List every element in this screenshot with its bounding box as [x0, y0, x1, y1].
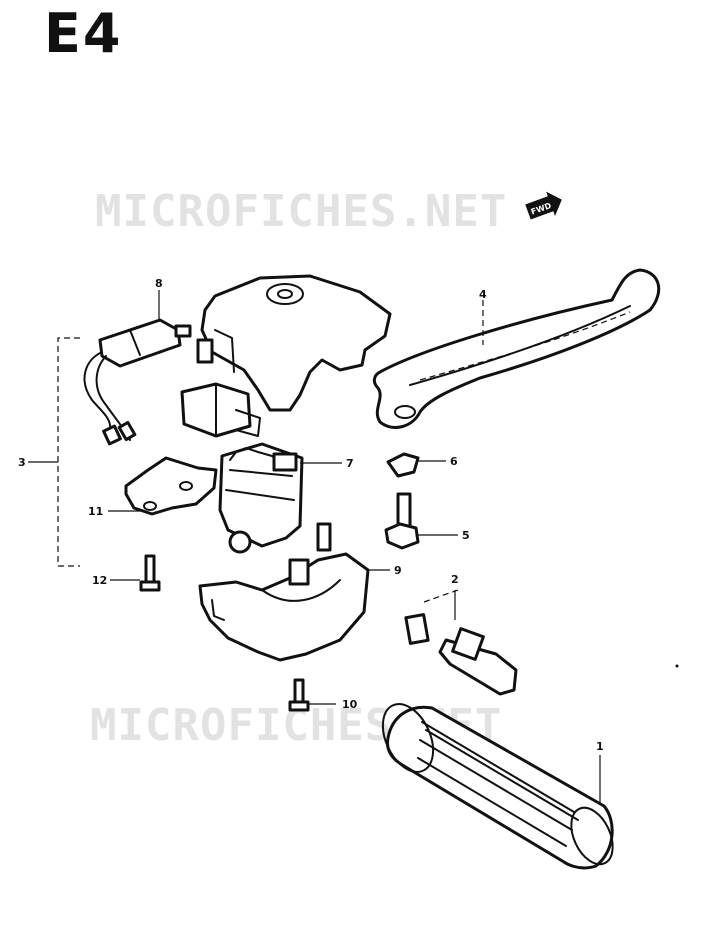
callout-7: 7 — [346, 457, 354, 470]
watermark-top: MICROFICHES.NET — [95, 186, 507, 237]
part-8-switch — [83, 290, 192, 446]
part-5-bolt — [384, 492, 458, 550]
page-title: E4 — [44, 2, 123, 65]
callout-3: 3 — [18, 456, 26, 469]
part-2-stop-switch — [404, 589, 518, 696]
part-3-group-bracket — [28, 337, 80, 567]
part-12-screw — [110, 554, 161, 592]
callout-12: 12 — [92, 574, 107, 587]
callout-9: 9 — [394, 564, 402, 577]
fwd-arrow-icon: FWD — [525, 191, 562, 220]
upper-housing — [196, 274, 392, 412]
callout-10: 10 — [342, 698, 358, 711]
connector-block — [180, 382, 261, 438]
callout-6: 6 — [450, 455, 458, 468]
part-9-lower-housing — [198, 522, 390, 662]
callout-1: 1 — [596, 740, 604, 753]
callout-8: 8 — [155, 277, 163, 290]
callout-2: 2 — [451, 573, 459, 586]
part-10-screw — [288, 678, 336, 712]
part-6-clip — [386, 452, 446, 478]
speck-dot — [675, 664, 679, 668]
callout-5: 5 — [462, 529, 470, 542]
callout-11: 11 — [88, 505, 103, 518]
part-7-switch-body — [218, 442, 342, 554]
part-1-grip — [381, 703, 614, 870]
callout-4: 4 — [479, 288, 487, 301]
part-11-bracket — [108, 456, 218, 516]
part-4-lever — [372, 268, 661, 429]
